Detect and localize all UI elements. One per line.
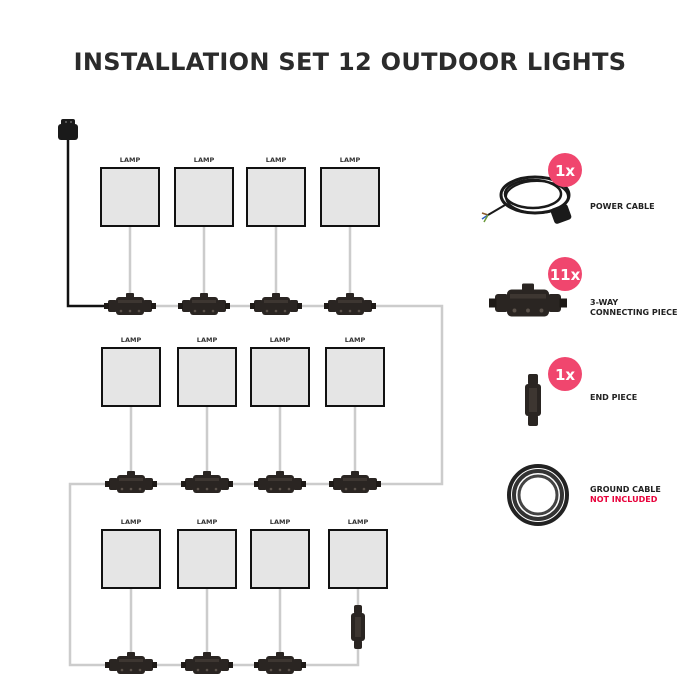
connector-piece: [329, 471, 381, 493]
connector-piece: [178, 293, 230, 315]
lamp-label: LAMP: [270, 336, 291, 344]
svg-text:1x: 1x: [555, 162, 575, 180]
lamp-label: LAMP: [348, 518, 369, 526]
connector-label: 3-WAY CONNECTING PIECE: [590, 298, 678, 318]
connector-piece: [250, 293, 302, 315]
lamp-grid: LAMP LAMP LAMP LAMP LAMP LAMP LAMP LAMP LAMP LAMP…: [100, 156, 388, 589]
lamp-box: [250, 347, 310, 407]
page-title: INSTALLATION SET 12 OUTDOOR LIGHTS: [73, 48, 627, 76]
svg-text:11x: 11x: [550, 266, 581, 284]
lamp-label: LAMP: [340, 156, 361, 164]
cable-routes: [68, 226, 444, 667]
ground-cable-label-line2: NOT INCLUDED: [590, 495, 658, 504]
power-cable-label: POWER CABLE: [590, 202, 655, 211]
lamp-box: [246, 167, 306, 227]
connector-piece: [104, 293, 156, 315]
end-piece-count-badge: 1x: [548, 357, 582, 391]
ground-cable-label: GROUND CABLE NOT INCLUDED: [590, 485, 661, 505]
connector-piece: [181, 471, 233, 493]
connector-piece: [105, 471, 157, 493]
connector-piece: [254, 652, 306, 674]
lamp-label: LAMP: [345, 336, 366, 344]
lamp-box: [177, 529, 237, 589]
end-piece-label: END PIECE: [590, 393, 638, 402]
ground-cable-label-line1: GROUND CABLE: [590, 485, 661, 494]
lamp-box: [101, 529, 161, 589]
power-cable-count-badge: 1x: [548, 153, 582, 187]
lamp-label: LAMP: [270, 518, 291, 526]
three-way-connector-icon: [489, 283, 567, 317]
lamp-label: LAMP: [266, 156, 287, 164]
connector-piece: [324, 293, 376, 315]
end-piece-icon: [525, 374, 541, 426]
lamp-box: [177, 347, 237, 407]
lamp-label: LAMP: [194, 156, 215, 164]
lamp-box: [100, 167, 160, 227]
connector-count-badge: 11x: [548, 257, 582, 291]
lamp-box: [328, 529, 388, 589]
lamp-label: LAMP: [120, 156, 141, 164]
svg-text:1x: 1x: [555, 366, 575, 384]
lamp-box: [320, 167, 380, 227]
lamp-label: LAMP: [197, 518, 218, 526]
lamp-label: LAMP: [121, 518, 142, 526]
connector-piece: [254, 471, 306, 493]
lamp-box: [325, 347, 385, 407]
lamp-box: [174, 167, 234, 227]
lamp-label: LAMP: [121, 336, 142, 344]
connector-label-line1: 3-WAY: [590, 298, 619, 307]
plug-icon: [58, 119, 78, 140]
connector-piece: [181, 652, 233, 674]
ground-cable-icon: [507, 464, 569, 526]
lamp-label: LAMP: [197, 336, 218, 344]
lamp-box: [250, 529, 310, 589]
connector-label-line2: CONNECTING PIECE: [590, 308, 678, 317]
power-cord-line: [66, 140, 113, 308]
connector-piece: [105, 652, 157, 674]
lamp-box: [101, 347, 161, 407]
power-cable-icon: [481, 175, 572, 224]
end-piece: [351, 605, 365, 649]
